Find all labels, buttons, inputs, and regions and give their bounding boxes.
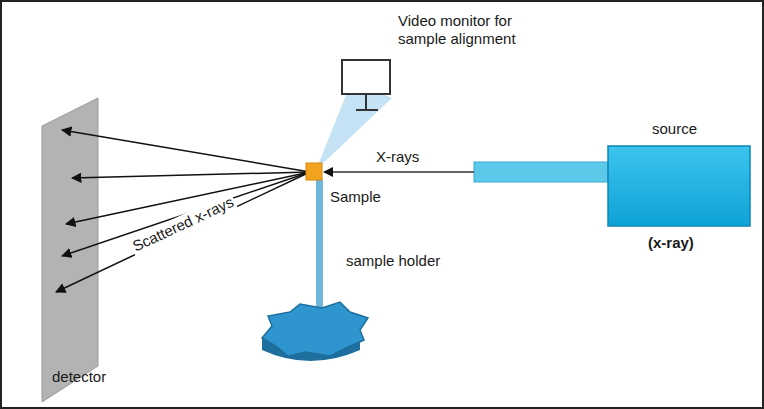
scattered-rays <box>56 130 310 292</box>
scattered-ray <box>56 172 310 292</box>
beam-label: X-rays <box>376 148 419 166</box>
holder-label: sample holder <box>346 252 440 270</box>
video-monitor <box>342 60 390 110</box>
source-type-label: (x-ray) <box>648 234 694 252</box>
sample-crystal <box>306 163 322 180</box>
monitor-foot <box>356 109 378 111</box>
source-label: source <box>652 120 697 138</box>
detector-panel <box>42 98 98 402</box>
monitor-screen <box>342 60 390 94</box>
sample-label: Sample <box>330 188 381 206</box>
beam-tube <box>474 162 608 182</box>
holder-rod <box>316 180 323 322</box>
scattered-ray <box>62 172 310 256</box>
monitor-stand <box>365 94 367 110</box>
scattered-ray <box>72 172 310 178</box>
detector-label: detector <box>52 368 106 386</box>
base-top <box>262 302 368 356</box>
scattered-label: Scattered x-rays <box>128 192 238 256</box>
scattered-ray <box>62 130 310 172</box>
holder-base <box>262 302 368 361</box>
incident-beam-arrow <box>324 171 474 173</box>
source-box <box>608 146 750 226</box>
monitor-label: Video monitor for sample alignment <box>398 12 538 48</box>
